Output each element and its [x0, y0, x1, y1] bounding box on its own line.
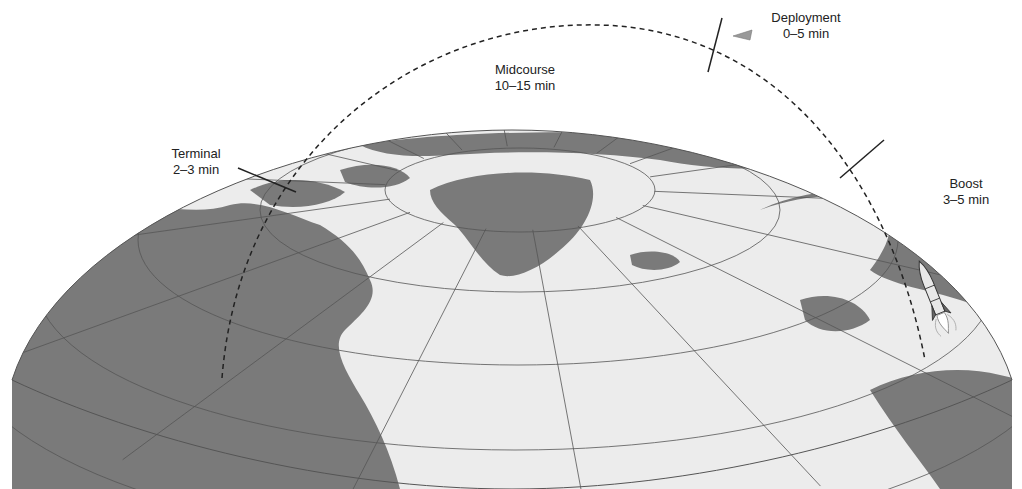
phase-tick — [840, 140, 884, 178]
meridian-line — [578, 226, 820, 486]
meridian-line — [597, 0, 918, 153]
phase-tick — [238, 168, 296, 192]
meridian-line — [650, 100, 1022, 177]
phase-duration: 2–3 min — [173, 162, 219, 177]
meridian-line — [344, 229, 486, 489]
meridian-line — [554, 0, 696, 147]
rocket-icon — [910, 257, 958, 337]
meridian-line — [0, 162, 385, 185]
phase-duration: 3–5 min — [943, 192, 989, 207]
phase-name: Boost — [949, 176, 982, 191]
phase-name: Midcourse — [495, 62, 555, 77]
meridian-line — [220, 0, 462, 150]
meridian-line — [643, 205, 1022, 325]
phase-name: Deployment — [771, 10, 840, 25]
warhead-icon — [733, 30, 752, 40]
meridian-line — [630, 0, 1022, 164]
meridian-line — [0, 212, 410, 379]
phase-tick — [708, 18, 722, 72]
phase-duration: 10–15 min — [495, 78, 556, 93]
meridian-line — [0, 199, 390, 276]
phase-duration: 0–5 min — [783, 26, 829, 41]
meridian-line — [616, 217, 1018, 419]
meridian-line — [21, 0, 423, 159]
meridian-line — [0, 51, 397, 171]
phase-name: Terminal — [171, 146, 220, 161]
meridian-line — [655, 191, 1022, 214]
missile-trajectory — [222, 25, 925, 378]
meridian-line — [533, 230, 586, 489]
